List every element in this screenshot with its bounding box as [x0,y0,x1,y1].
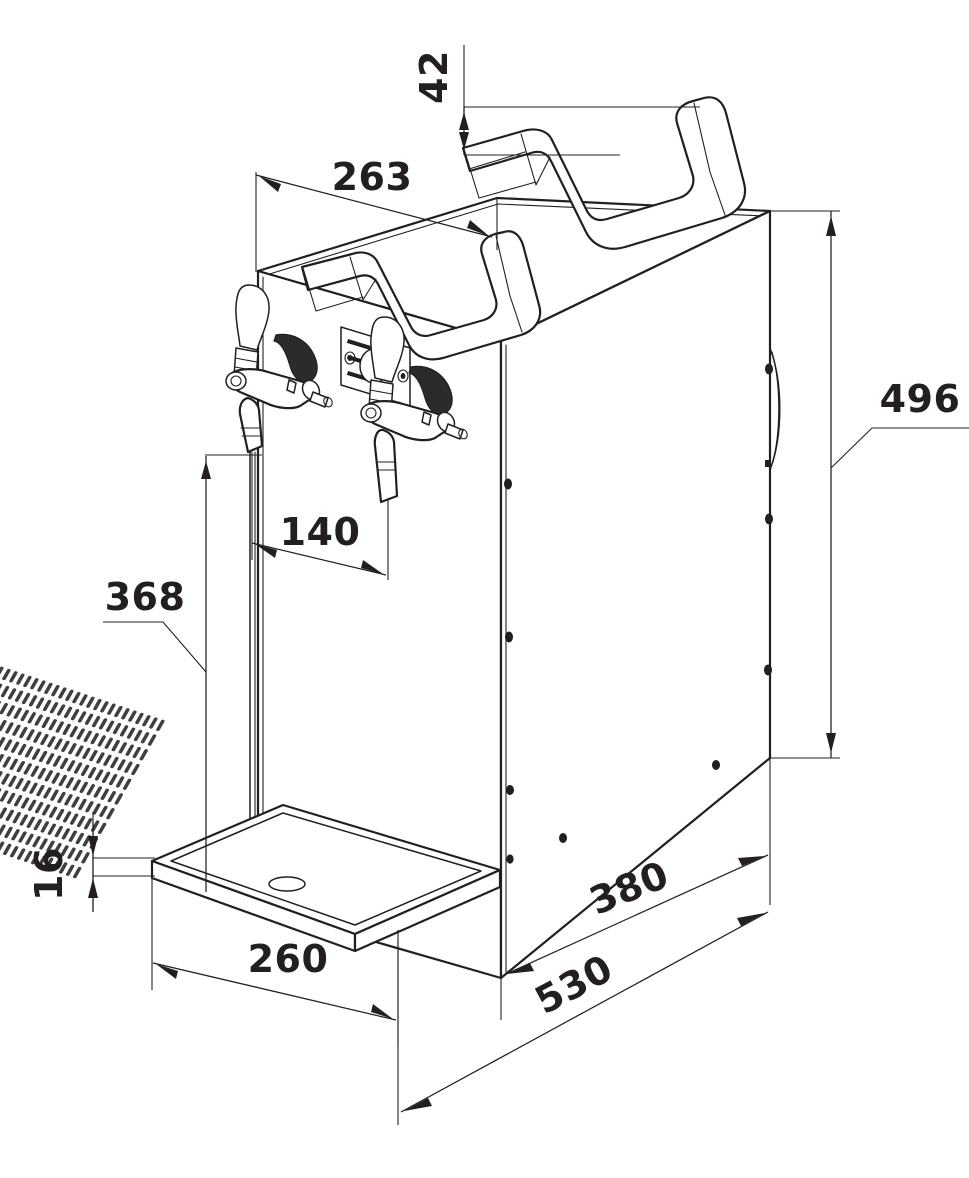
control-panel-knob-center [347,355,353,361]
arrow-head-down [88,836,98,856]
fasteners [504,363,773,864]
grid-row [0,771,115,820]
dimension-label-260: 260 [248,937,329,981]
fastener-dot [712,760,720,770]
control-panel-knob-right[interactable] [397,369,409,383]
drip-tray-grid [0,666,165,879]
grid-row [0,720,140,776]
dimension-496: 496 [770,210,969,759]
tap-left-handle-knob[interactable] [235,284,270,351]
grid-row [0,700,148,761]
arrow-head-left [259,176,281,192]
grid-row [0,754,123,805]
dim-line [255,174,493,238]
tap-right-tab [421,411,432,426]
arrow-head-down [459,112,469,130]
grid-row [0,737,132,790]
rear-handle[interactable] [461,96,747,250]
rear-handle-crease-2 [520,133,551,186]
side-vent-inner [771,351,780,465]
tap-right-screw [444,423,464,440]
tap-left-tab [286,379,297,394]
arrow-head-right [361,560,383,574]
grid-row [0,666,165,731]
grid-row [0,824,90,864]
dim-line [503,854,769,976]
tap-right-screw-cap [458,428,468,440]
fastener-dot [764,664,772,676]
dim-line [152,962,397,1021]
rear-handle-body[interactable] [461,96,747,250]
dimension-42: 42 [412,45,700,156]
tap-right-outlet [360,403,382,423]
fastener-dot [559,833,567,843]
dimension-label-16: 16 [27,847,71,901]
arrow-head-left [507,963,534,974]
front-handle[interactable] [300,230,542,361]
fastener-dot [765,363,773,375]
grid-row [0,683,157,746]
drain-hole-icon [268,876,306,892]
fastener-dot [505,631,513,643]
dimension-label-368: 368 [105,575,186,619]
tap-right-outlet-bore [365,407,377,419]
leader-line [830,427,969,469]
grid-row [0,788,107,835]
arrow-head-left [255,544,277,558]
front-handle-body[interactable] [300,230,542,361]
fastener-dot [506,854,514,864]
tap-right[interactable] [360,316,469,504]
dimension-260: 260 [151,878,399,1045]
tap-right-spout [373,428,399,504]
leader-line [103,621,207,673]
arrow-head-left [404,1098,432,1111]
rear-handle-crease [693,102,726,216]
front-handle-foot-left [302,267,364,312]
tap-right-collar-ring [369,389,393,395]
dim-line [251,542,387,576]
tap-left-screw-cap [323,396,333,408]
arrow-head-right [371,1004,393,1019]
dimension-368: 368 [103,454,262,892]
tap-left-spout [238,396,264,454]
dimension-16: 16 [27,812,155,912]
arrow-head-down [826,733,836,753]
dimension-263: 263 [255,155,498,272]
drip-tray [0,666,502,953]
dimension-140: 140 [251,452,389,580]
drip-tray-right-side [353,868,502,953]
cabinet-body [256,196,781,980]
dimension-label-42: 42 [412,50,456,104]
arrow-head-up [201,461,211,479]
tap-right-handle-knob[interactable] [370,316,405,383]
dimension-label-263: 263 [332,155,413,199]
fastener-dot [765,513,773,525]
control-panel-knob-center [400,373,406,379]
fastener-tab [765,460,770,467]
grid-row [0,841,82,879]
drip-tray-rim [170,812,482,926]
control-panel-knob-left[interactable] [344,351,356,365]
arrow-head-right [737,913,765,926]
arrow-head-right [738,856,765,866]
front-handle-crease-2 [349,256,377,301]
arrow-head-right [467,220,489,236]
arrow-head-up [459,132,469,150]
dimension-label-140: 140 [280,510,361,554]
tap-left-outlet [225,371,247,391]
tap-left[interactable] [225,284,334,857]
fastener-dot [504,478,512,490]
tap-left-collar-ring [234,357,258,363]
dimension-label-496: 496 [880,377,961,421]
dim-line [400,911,769,1113]
fastener-dot [506,785,514,795]
arrow-head-up [88,878,98,898]
arrow-head-left [156,964,178,979]
front-handle-crease [495,235,523,333]
tap-left-outlet-bore [230,375,242,387]
rear-handle-foot-left [463,148,537,199]
tap-left-screw [309,391,329,408]
arrow-head-up [826,216,836,236]
